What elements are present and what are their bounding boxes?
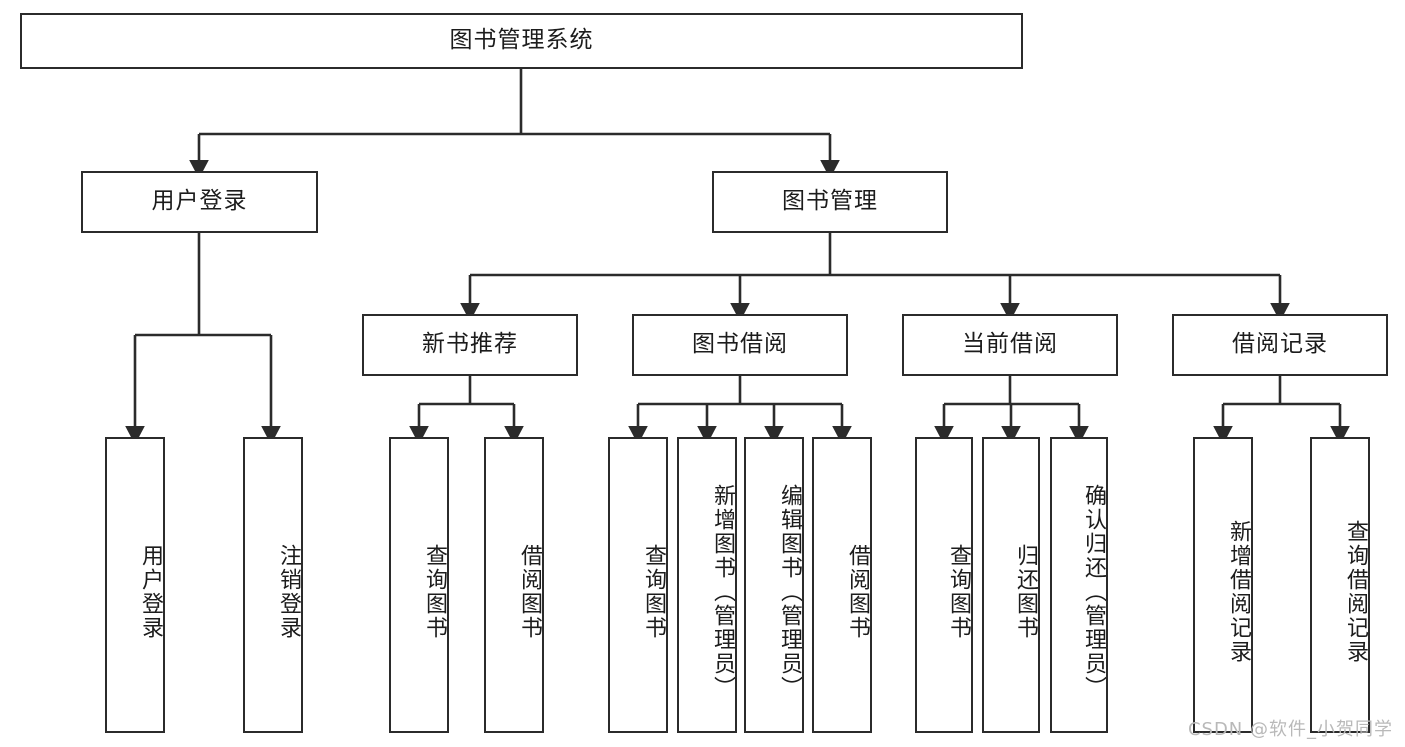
node-book-manage[interactable]: 图书管理 [712, 171, 948, 233]
leaf-add-borrow-record-label: 新增借阅记录 [1226, 520, 1251, 664]
node-user-login[interactable]: 用户登录 [81, 171, 318, 233]
node-current-borrow-label: 当前借阅 [962, 331, 1058, 358]
leaf-borrow-book-recommend-label: 借阅图书 [517, 544, 542, 640]
leaf-query-borrow-record-label: 查询借阅记录 [1343, 520, 1368, 664]
leaf-query-book-recommend-label: 查询图书 [422, 544, 447, 640]
leaf-logout-label: 注销登录 [276, 544, 301, 640]
leaf-edit-book[interactable]: 编辑图书（管理员） [744, 437, 804, 733]
leaf-confirm-return-label: 确认归还（管理员） [1081, 484, 1106, 700]
leaf-query-book-current-label: 查询图书 [946, 544, 971, 640]
leaf-user-login-label: 用户登录 [138, 544, 163, 640]
leaf-query-book-borrow[interactable]: 查询图书 [608, 437, 668, 733]
leaf-user-login[interactable]: 用户登录 [105, 437, 165, 733]
leaf-query-borrow-record[interactable]: 查询借阅记录 [1310, 437, 1370, 733]
leaf-query-book-current[interactable]: 查询图书 [915, 437, 973, 733]
node-current-borrow[interactable]: 当前借阅 [902, 314, 1118, 376]
leaf-logout[interactable]: 注销登录 [243, 437, 303, 733]
node-user-login-label: 用户登录 [151, 188, 248, 215]
node-root-system[interactable]: 图书管理系统 [20, 13, 1023, 69]
leaf-query-book-recommend[interactable]: 查询图书 [389, 437, 449, 733]
leaf-return-book[interactable]: 归还图书 [982, 437, 1040, 733]
leaf-add-book-label: 新增图书（管理员） [710, 484, 735, 700]
leaf-borrow-book[interactable]: 借阅图书 [812, 437, 872, 733]
leaf-query-book-borrow-label: 查询图书 [641, 544, 666, 640]
leaf-return-book-label: 归还图书 [1013, 544, 1038, 640]
node-book-borrow-label: 图书借阅 [692, 331, 788, 358]
leaf-add-book[interactable]: 新增图书（管理员） [677, 437, 737, 733]
leaf-edit-book-label: 编辑图书（管理员） [777, 484, 802, 700]
leaf-borrow-book-recommend[interactable]: 借阅图书 [484, 437, 544, 733]
leaf-confirm-return[interactable]: 确认归还（管理员） [1050, 437, 1108, 733]
node-borrow-record-label: 借阅记录 [1232, 331, 1328, 358]
leaf-add-borrow-record[interactable]: 新增借阅记录 [1193, 437, 1253, 733]
node-borrow-record[interactable]: 借阅记录 [1172, 314, 1388, 376]
leaf-borrow-book-label: 借阅图书 [845, 544, 870, 640]
node-book-borrow[interactable]: 图书借阅 [632, 314, 848, 376]
node-root-label: 图书管理系统 [449, 27, 594, 54]
csdn-watermark: CSDN @软件_小贺同学 [1187, 719, 1393, 740]
node-book-manage-label: 图书管理 [782, 188, 878, 215]
node-new-book-recommend[interactable]: 新书推荐 [362, 314, 578, 376]
node-new-book-recommend-label: 新书推荐 [422, 331, 518, 358]
